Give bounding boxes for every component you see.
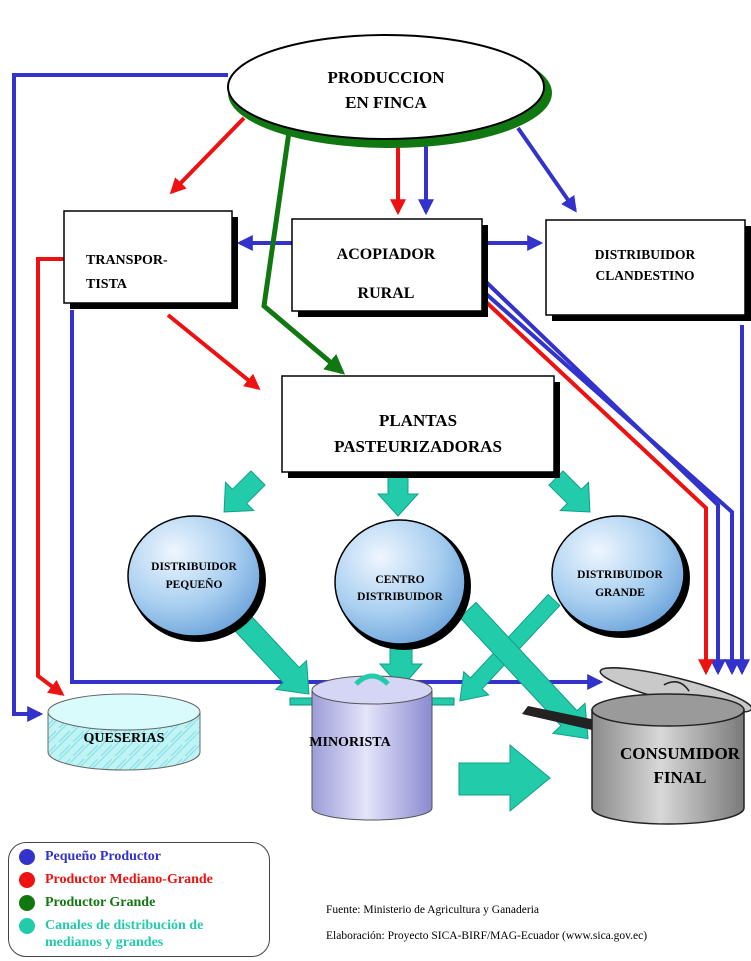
grande-line2: GRANDE bbox=[595, 587, 645, 599]
legend-label-canales: Canales de distribución de medianos y gr… bbox=[45, 918, 204, 950]
red-flow-finca-transportista bbox=[169, 116, 246, 195]
blue-flows bbox=[12, 73, 750, 722]
grande-line1: DISTRIBUIDOR bbox=[577, 569, 663, 581]
red-flow-acopiador-consumidor bbox=[468, 285, 714, 676]
blue-flow-finca-clandestino bbox=[516, 126, 577, 213]
legend-label-pequeno: Pequeño Productor bbox=[45, 849, 162, 864]
produccion-line2: EN FINCA bbox=[345, 93, 427, 112]
red-flow-transportista-queserias bbox=[36, 257, 65, 696]
legend-dot-green bbox=[19, 895, 35, 911]
node-distribuidor-pequeno: DISTRIBUIDOR PEQUEÑO bbox=[127, 515, 266, 642]
teal-arrow-centro-consumidor bbox=[459, 601, 589, 740]
blue-flow-finca-queserias bbox=[12, 73, 228, 722]
red-flow-transportista-plantas bbox=[166, 313, 261, 391]
legend-dot-blue bbox=[19, 849, 35, 865]
legend-item-canales: Canales de distribución de medianos y gr… bbox=[19, 917, 269, 951]
red-flows bbox=[36, 116, 714, 696]
acopiador-line2: RURAL bbox=[358, 285, 415, 302]
teal-arrow-minorista-consumidor bbox=[458, 743, 551, 813]
plantas-line2: PASTEURIZADORAS bbox=[334, 437, 502, 456]
legend-label-grande: Productor Grande bbox=[45, 895, 156, 910]
blue-flow-acopiador-consumidor-2 bbox=[482, 290, 740, 676]
node-produccion-en-finca: PRODUCCION EN FINCA bbox=[227, 34, 552, 148]
minorista-lid-handle bbox=[354, 673, 390, 686]
consumidor-line2: FINAL bbox=[654, 768, 707, 787]
consumidor-handle bbox=[522, 706, 596, 730]
teal-arrow-pequeno-minorista bbox=[229, 609, 310, 695]
minorista-right-handle bbox=[429, 697, 455, 706]
acopiador-line1: ACOPIADOR bbox=[337, 246, 436, 263]
node-consumidor-final: CONSUMIDOR FINAL bbox=[522, 667, 751, 825]
minorista-left-handle bbox=[289, 697, 315, 706]
transportista-line2: TISTA bbox=[86, 277, 128, 292]
clandestino-line2: CLANDESTINO bbox=[595, 268, 694, 283]
minorista-lid bbox=[311, 675, 433, 705]
pequeno-line1: DISTRIBUIDOR bbox=[151, 561, 237, 573]
clandestino-line1: DISTRIBUIDOR bbox=[595, 247, 696, 262]
consumidor-line1: CONSUMIDOR bbox=[620, 744, 741, 763]
legend-dot-teal bbox=[19, 918, 35, 934]
transportista-line1: TRANSPOR- bbox=[86, 253, 168, 268]
node-minorista: MINORISTA bbox=[289, 673, 455, 821]
node-distribuidor-clandestino: DISTRIBUIDOR CLANDESTINO bbox=[545, 219, 751, 321]
centro-line1: CENTRO bbox=[375, 574, 424, 586]
pequeno-line2: PEQUEÑO bbox=[166, 577, 223, 591]
node-transportista: TRANSPOR- TISTA bbox=[63, 210, 238, 309]
plantas-line1: PLANTAS bbox=[379, 411, 457, 430]
node-acopiador-rural: ACOPIADOR RURAL bbox=[291, 218, 488, 317]
node-queserias: QUESERIAS bbox=[47, 693, 201, 771]
legend-item-mediano: Productor Mediano-Grande bbox=[19, 871, 269, 888]
centro-line2: DISTRIBUIDOR bbox=[357, 591, 443, 603]
minorista-label: MINORISTA bbox=[309, 735, 391, 750]
produccion-line1: PRODUCCION bbox=[327, 68, 445, 87]
node-plantas-pasteurizadoras: PLANTAS PASTEURIZADORAS bbox=[281, 375, 560, 478]
legend-dot-red bbox=[19, 872, 35, 888]
legend: Pequeño Productor Productor Mediano-Gran… bbox=[8, 842, 270, 957]
teal-channels bbox=[223, 469, 591, 813]
legend-item-pequeno: Pequeño Productor bbox=[19, 848, 269, 865]
teal-arrow-plantas-grande bbox=[548, 470, 591, 513]
teal-arrow-plantas-pequeno bbox=[223, 470, 266, 513]
node-distribuidor-grande: DISTRIBUIDOR GRANDE bbox=[551, 515, 690, 638]
green-flow-finca-plantas bbox=[261, 124, 346, 375]
node-centro-distribuidor: CENTRO DISTRIBUIDOR bbox=[334, 519, 471, 650]
queserias-label: QUESERIAS bbox=[84, 731, 165, 746]
source-elaboracion: Elaboración: Proyecto SICA-BIRF/MAG-Ecua… bbox=[326, 930, 648, 942]
green-flows bbox=[261, 124, 346, 375]
blue-flow-acopiador-consumidor-1 bbox=[482, 278, 726, 676]
source-fuente: Fuente: Ministerio de Agricultura y Gana… bbox=[326, 904, 540, 916]
legend-item-grande: Productor Grande bbox=[19, 894, 269, 911]
legend-label-mediano: Productor Mediano-Grande bbox=[45, 872, 213, 887]
blue-flow-transportista-consumidor bbox=[70, 310, 604, 690]
